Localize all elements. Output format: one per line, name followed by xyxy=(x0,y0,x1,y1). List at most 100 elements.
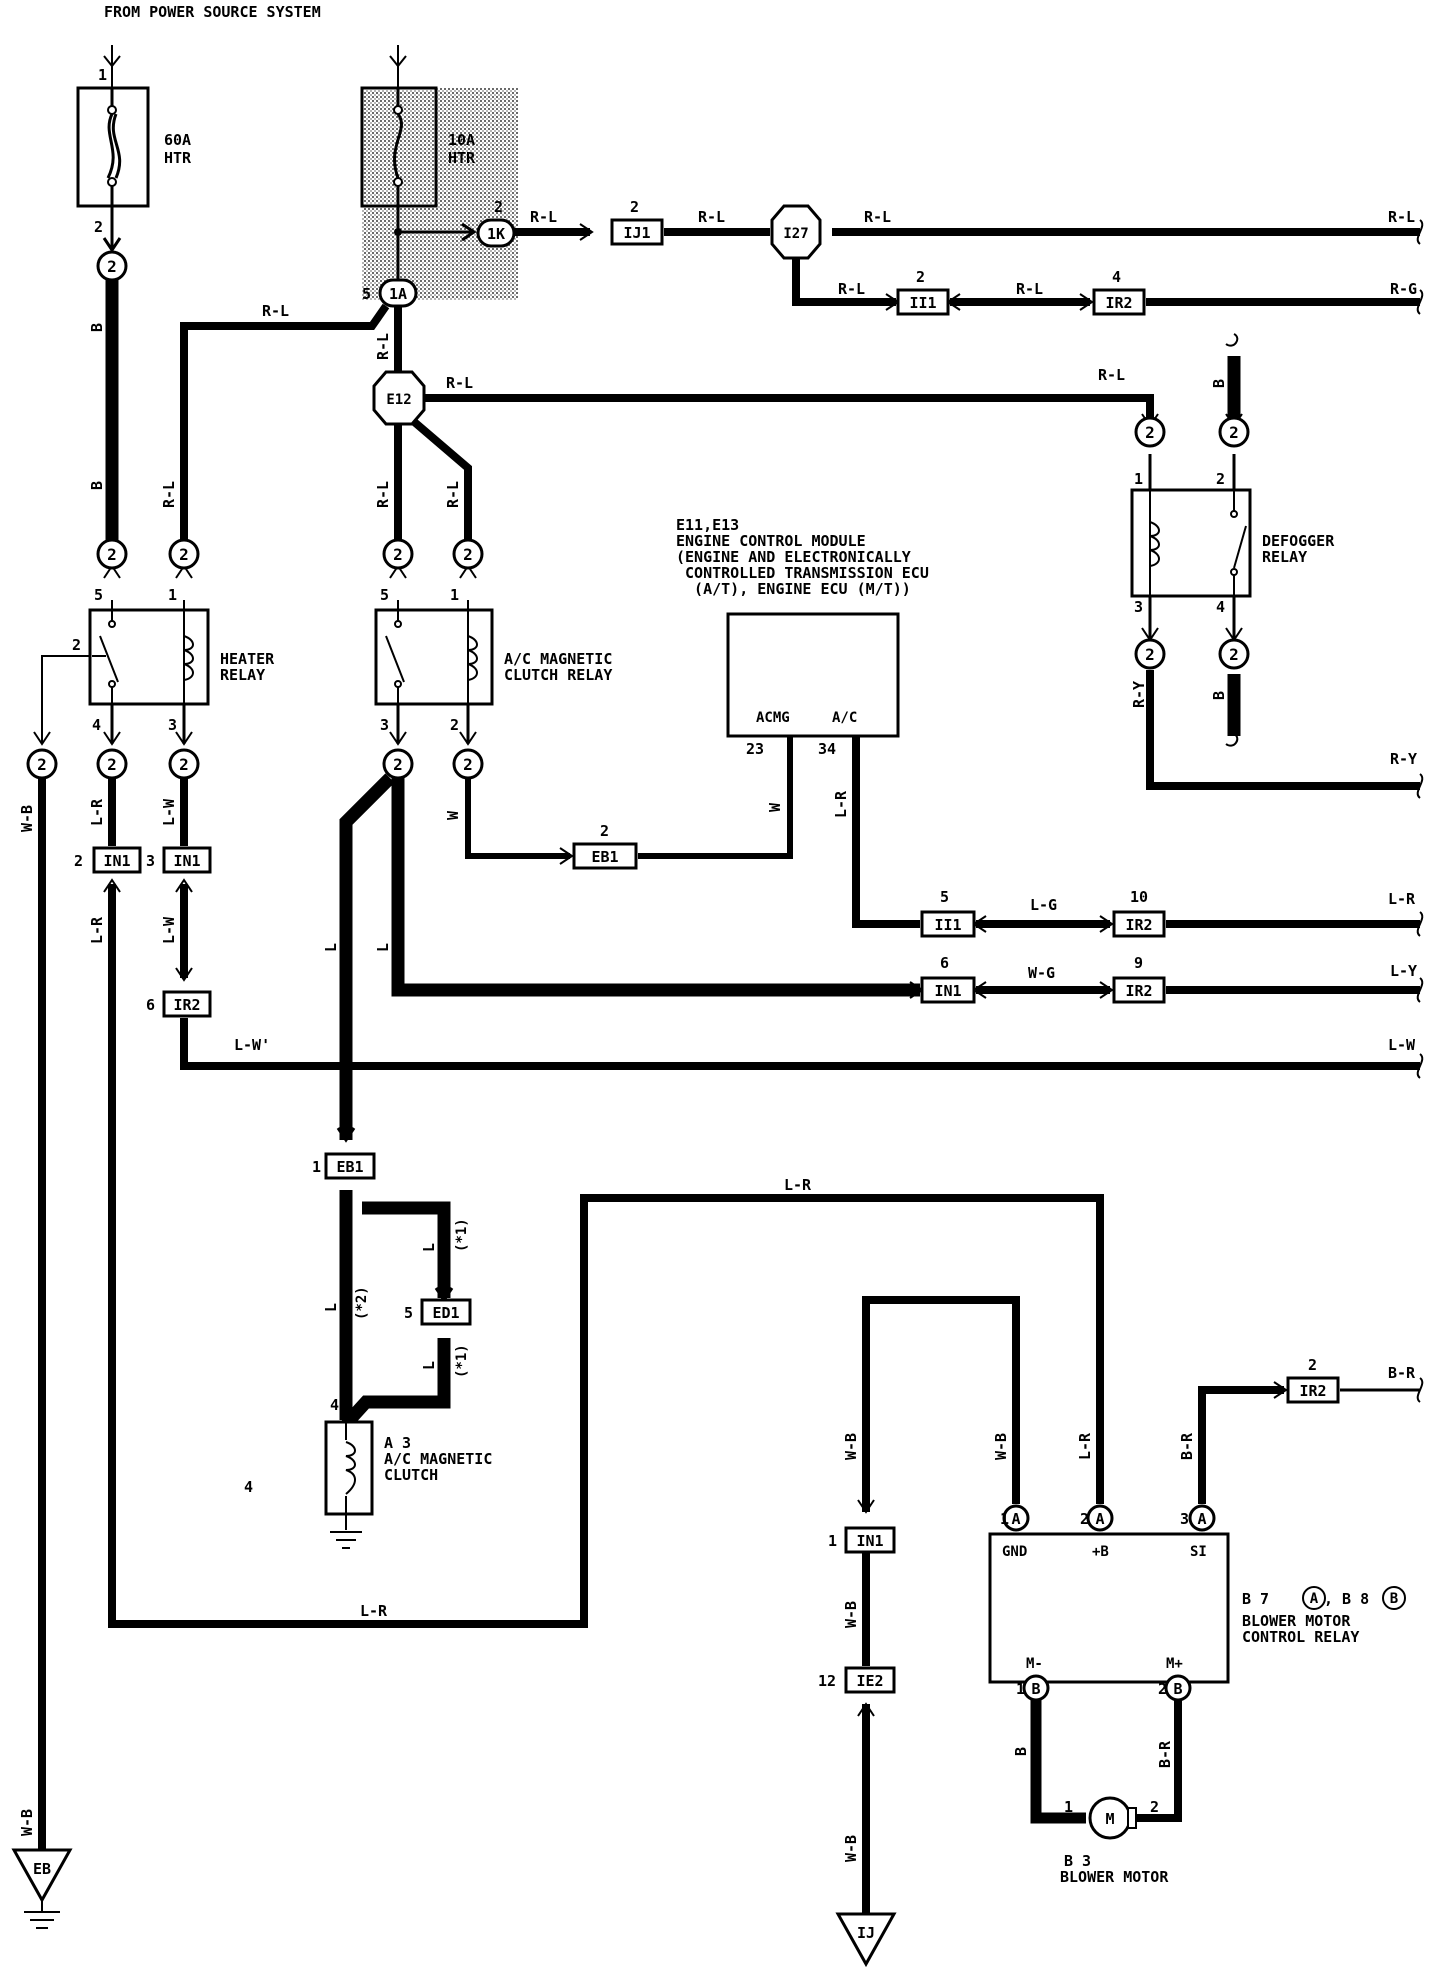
pin-label: 4 xyxy=(1216,598,1225,616)
engine-control-module: E11,E13 ENGINE CONTROL MODULE (ENGINE AN… xyxy=(676,516,929,758)
wire-label: W xyxy=(766,802,784,812)
pin-label: 3 xyxy=(168,716,177,734)
svg-text:12: 12 xyxy=(818,1672,836,1690)
connector-EB1-clutch: EB1 1 xyxy=(312,1152,376,1180)
wire-label: L xyxy=(374,943,392,952)
blower-motor: M 1 2 B 3 BLOWER MOTOR xyxy=(1060,1796,1169,1886)
ac-relay-label-1: A/C MAGNETIC xyxy=(504,650,612,668)
wire-label: R-G xyxy=(1390,280,1417,298)
pin-label: 2 xyxy=(1216,470,1225,488)
fuse-60a-pin-out: 2 xyxy=(94,218,103,236)
svg-text:IE2: IE2 xyxy=(856,1672,883,1690)
ac-clutch-ref: A 3 xyxy=(384,1434,411,1452)
connector-IR2-left: IR2 6 xyxy=(146,990,212,1018)
ac-clutch-line-1: A/C MAGNETIC xyxy=(384,1450,492,1468)
svg-text:4: 4 xyxy=(1112,268,1121,286)
wire-label: (*1) xyxy=(454,1218,470,1252)
circle-connector-2: 2 xyxy=(26,748,58,780)
ground-IJ: IJ xyxy=(835,1912,897,1968)
svg-text:2: 2 xyxy=(393,755,403,774)
svg-text:B: B xyxy=(1390,1591,1398,1607)
pin-label: 4 xyxy=(92,716,101,734)
wire-label: R-L xyxy=(864,208,891,226)
svg-text:IN1: IN1 xyxy=(103,852,130,870)
ecm-line-4: (A/T), ENGINE ECU (M/T)) xyxy=(676,580,911,598)
fuse-60a-pin-in: 1 xyxy=(98,66,107,84)
ground-EB: EB xyxy=(11,1848,73,1929)
connector-II1-mid: II1 5 xyxy=(920,888,976,938)
svg-text:2: 2 xyxy=(179,755,189,774)
pin-label: 2 xyxy=(1150,1798,1159,1816)
svg-text:6: 6 xyxy=(146,996,155,1014)
pin-label: 1 xyxy=(1134,470,1143,488)
wire-label: R-L xyxy=(446,374,473,392)
blower-motor-name: BLOWER MOTOR xyxy=(1060,1868,1169,1886)
connector-EB1-w: EB1 2 xyxy=(572,822,638,870)
wire-label: R-L xyxy=(530,208,557,226)
svg-text:5: 5 xyxy=(404,1304,413,1322)
circle-connector-2: 2 xyxy=(1134,416,1166,448)
wire-label: R-L xyxy=(262,302,289,320)
relay-pin-m-plus: M+ xyxy=(1166,1656,1183,1672)
pin-label: 1 xyxy=(1016,1680,1025,1698)
wire-label: W xyxy=(444,810,462,820)
pin-label: 2 xyxy=(72,636,81,654)
svg-text:2: 2 xyxy=(37,755,47,774)
ecm-line-3: CONTROLLED TRANSMISSION ECU xyxy=(676,564,929,582)
svg-text:EB: EB xyxy=(33,1860,51,1878)
connector-IR2-mid: IR2 10 xyxy=(1112,888,1166,938)
wire-label: R-L xyxy=(1016,280,1043,298)
ecm-ref: E11,E13 xyxy=(676,516,739,534)
circle-connector-B: B xyxy=(1022,1674,1050,1702)
wire-label: W-B xyxy=(992,1433,1010,1460)
circle-connector-A: A xyxy=(1188,1504,1216,1532)
connector-ED1: ED1 5 xyxy=(404,1298,472,1326)
svg-text:2: 2 xyxy=(1229,423,1239,442)
circle-connector-2: 2 xyxy=(452,538,484,570)
ecm-line-1: ENGINE CONTROL MODULE xyxy=(676,532,866,550)
connector-1K: 1K 2 xyxy=(476,198,516,248)
ecm-line-2: (ENGINE AND ELECTRONICALLY xyxy=(676,548,911,566)
wire-label: R-L xyxy=(160,481,178,508)
connector-IN1-bottom: IN1 1 xyxy=(828,1526,896,1554)
svg-text:6: 6 xyxy=(940,954,949,972)
wire-label: L-R xyxy=(360,1602,388,1620)
wire-label: W-B xyxy=(842,1835,860,1862)
circle-connector-2: 2 xyxy=(1134,638,1166,670)
pin-label: 5 xyxy=(362,285,371,303)
pin-label: 5 xyxy=(380,586,389,604)
circle-connector-2: 2 xyxy=(1218,416,1250,448)
ecm-pin-ac: A/C xyxy=(832,710,857,726)
circle-connector-B: B xyxy=(1164,1674,1192,1702)
connector-IN1-left: IN1 2 xyxy=(74,846,142,874)
relay-pin-plus-b: +B xyxy=(1092,1544,1109,1560)
pin-label: 1 xyxy=(450,586,459,604)
svg-text:2: 2 xyxy=(630,198,639,216)
pin-label: 5 xyxy=(94,586,103,604)
pin-label: 4 xyxy=(330,1396,339,1414)
wire-label: W-G xyxy=(1028,964,1055,982)
connector-E12: E12 xyxy=(372,370,426,426)
svg-text:1: 1 xyxy=(828,1532,837,1550)
circle-connector-2: 2 xyxy=(382,538,414,570)
pin-label: 2 xyxy=(494,198,503,216)
svg-text:2: 2 xyxy=(1145,423,1155,442)
fuse-10a-rating: 10A xyxy=(448,131,475,149)
pin-label: 2 xyxy=(1080,1510,1089,1528)
svg-text:IJ1: IJ1 xyxy=(623,224,650,242)
heater-relay-label-2: RELAY xyxy=(220,666,265,684)
svg-text:EB1: EB1 xyxy=(591,848,618,866)
relay-pin-si: SI xyxy=(1190,1544,1207,1560)
svg-text:IN1: IN1 xyxy=(173,852,200,870)
circle-connector-2: 2 xyxy=(168,538,200,570)
wire-label: L-G xyxy=(1030,896,1057,914)
wire-label: B-R xyxy=(1388,1364,1416,1382)
circle-connector-2: 2 xyxy=(168,748,200,780)
wire-label: B xyxy=(88,323,106,332)
wire-label: R-L xyxy=(374,333,392,360)
defogger-relay: DEFOGGER RELAY xyxy=(1130,488,1335,598)
wire-label: W-B xyxy=(842,1433,860,1460)
connector-IR2-low: IR2 9 xyxy=(1112,954,1166,1004)
blower-relay-ref-mid: , B 8 xyxy=(1324,1590,1369,1608)
circle-connector-2: 2 xyxy=(96,538,128,570)
